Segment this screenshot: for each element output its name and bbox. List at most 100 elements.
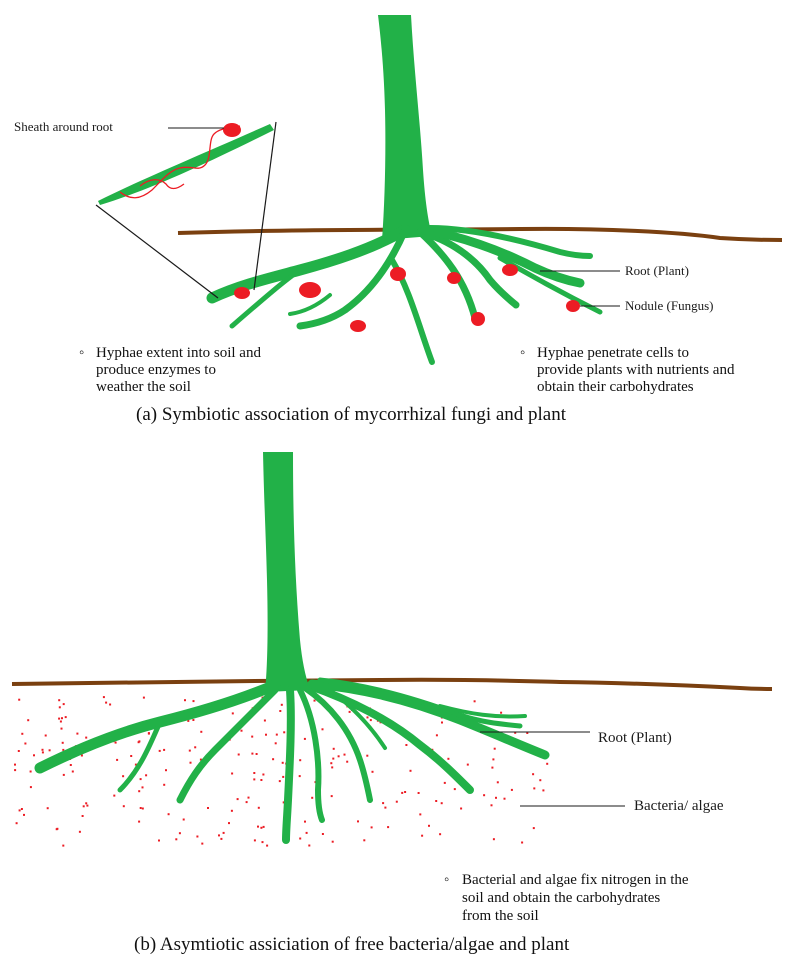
bacteria-dot: [189, 750, 191, 752]
bacteria-dot: [346, 761, 348, 763]
bullet-text-line: obtain their carbohydrates: [537, 379, 694, 395]
bacteria-dot: [532, 773, 534, 775]
bacteria-dot: [138, 821, 140, 823]
bacteria-dot: [82, 815, 84, 817]
bullet-note-left: ◦ Hyphae extent into soil and produce en…: [79, 345, 261, 395]
bacteria-dot: [232, 712, 234, 714]
bacteria-dot: [27, 719, 29, 721]
bacteria-dot: [533, 827, 535, 829]
diagram-a: Sheath around root Root (Plant) Nodule (…: [14, 15, 782, 425]
bacteria-dot: [72, 771, 74, 773]
bacteria-dot: [493, 838, 495, 840]
bacteria-dot: [165, 769, 167, 771]
bacteria-dot: [61, 717, 63, 719]
bacteria-dot: [62, 742, 64, 744]
bacteria-dot: [61, 728, 63, 730]
bacteria-dot: [330, 762, 332, 764]
bacteria-dot: [231, 773, 233, 775]
bacteria-dot: [272, 758, 274, 760]
bullet-text-line: Hyphae penetrate cells to: [537, 345, 689, 361]
bacteria-dot: [314, 700, 316, 702]
bacteria-dot: [401, 792, 403, 794]
bacteria-dot: [260, 827, 262, 829]
bacteria-dot: [281, 704, 283, 706]
bacteria-dot: [21, 733, 23, 735]
bacteria-dot: [33, 754, 35, 756]
bacteria-dot: [14, 764, 16, 766]
bacteria-dot: [331, 795, 333, 797]
bullet-text-line: from the soil: [462, 908, 539, 924]
bacteria-dot: [168, 813, 170, 815]
bacteria-dot: [253, 772, 255, 774]
bacteria-dot: [42, 751, 44, 753]
bacteria-dot: [142, 786, 144, 788]
bacteria-dot: [491, 767, 493, 769]
bacteria-dot: [262, 774, 264, 776]
bacteria-dot: [418, 792, 420, 794]
bacteria-dot: [253, 778, 255, 780]
bacteria-dot: [123, 805, 125, 807]
bacteria-dot: [308, 845, 310, 847]
bacteria-dot: [201, 843, 203, 845]
bullet-marker: ◦: [444, 872, 449, 888]
bacteria-dot: [24, 743, 26, 745]
bacteria-dot: [115, 742, 117, 744]
bacteria-dot: [257, 826, 259, 828]
bacteria-dot: [304, 821, 306, 823]
bacteria-dot: [521, 842, 523, 844]
bacteria-dot: [256, 753, 258, 755]
bacteria-dot: [19, 809, 21, 811]
bacteria-dot: [283, 731, 285, 733]
bacteria-dot: [428, 825, 430, 827]
magnified-root-inset: [96, 122, 276, 298]
bacteria-dot: [279, 780, 281, 782]
bacteria-dot: [86, 805, 88, 807]
sheath-label: Sheath around root: [14, 119, 113, 134]
bacteria-dot: [148, 732, 150, 734]
bacteria-dot: [332, 758, 334, 760]
bullet-text-line: Hyphae extent into soil and: [96, 345, 261, 361]
bacteria-dot: [266, 845, 268, 847]
bacteria-dot: [276, 734, 278, 736]
bacteria-dot: [467, 764, 469, 766]
bacteria-dot: [196, 836, 198, 838]
caption-a: (a) Symbiotic association of mycorrhizal…: [136, 404, 567, 425]
bacteria-dot: [447, 758, 449, 760]
bacteria-dot: [444, 782, 446, 784]
bacteria-dot: [79, 831, 81, 833]
bacteria-dot: [251, 753, 253, 755]
bacteria-dot: [105, 702, 107, 704]
bacteria-dot: [331, 766, 333, 768]
bullet-marker: ◦: [79, 345, 84, 361]
bacteria-dot: [366, 755, 368, 757]
bacteria-dot: [275, 742, 277, 744]
bacteria-dot: [30, 786, 32, 788]
nodule: [390, 267, 406, 281]
plant-stem: [263, 452, 310, 692]
bacteria-dot: [142, 808, 144, 810]
sheath-nodule: [223, 123, 241, 137]
bacteria-dot: [58, 718, 60, 720]
bullet-text-line: provide plants with nutrients and: [537, 362, 735, 378]
bacteria-dot: [76, 733, 78, 735]
bacteria-dot: [218, 834, 220, 836]
bacteria-dot: [192, 719, 194, 721]
bacteria-dot: [237, 798, 239, 800]
bacteria-dot: [58, 699, 60, 701]
bullet-marker: ◦: [520, 345, 525, 361]
bacteria-dot: [421, 835, 423, 837]
nodule: [502, 264, 518, 276]
bacteria-dot: [163, 749, 165, 751]
nodule: [471, 312, 485, 326]
bacteria-dot: [113, 795, 115, 797]
bacteria-dot: [158, 840, 160, 842]
bacteria-dot: [363, 839, 365, 841]
bullet-text-line: soil and obtain the carbohydrates: [462, 890, 660, 906]
bacteria-dot: [497, 781, 499, 783]
bacteria-dot: [441, 802, 443, 804]
bacteria-dot: [332, 841, 334, 843]
bacteria-dot: [183, 819, 185, 821]
bacteria-dot: [62, 845, 64, 847]
bacteria-dot: [491, 804, 493, 806]
bacteria-dot: [193, 700, 195, 702]
